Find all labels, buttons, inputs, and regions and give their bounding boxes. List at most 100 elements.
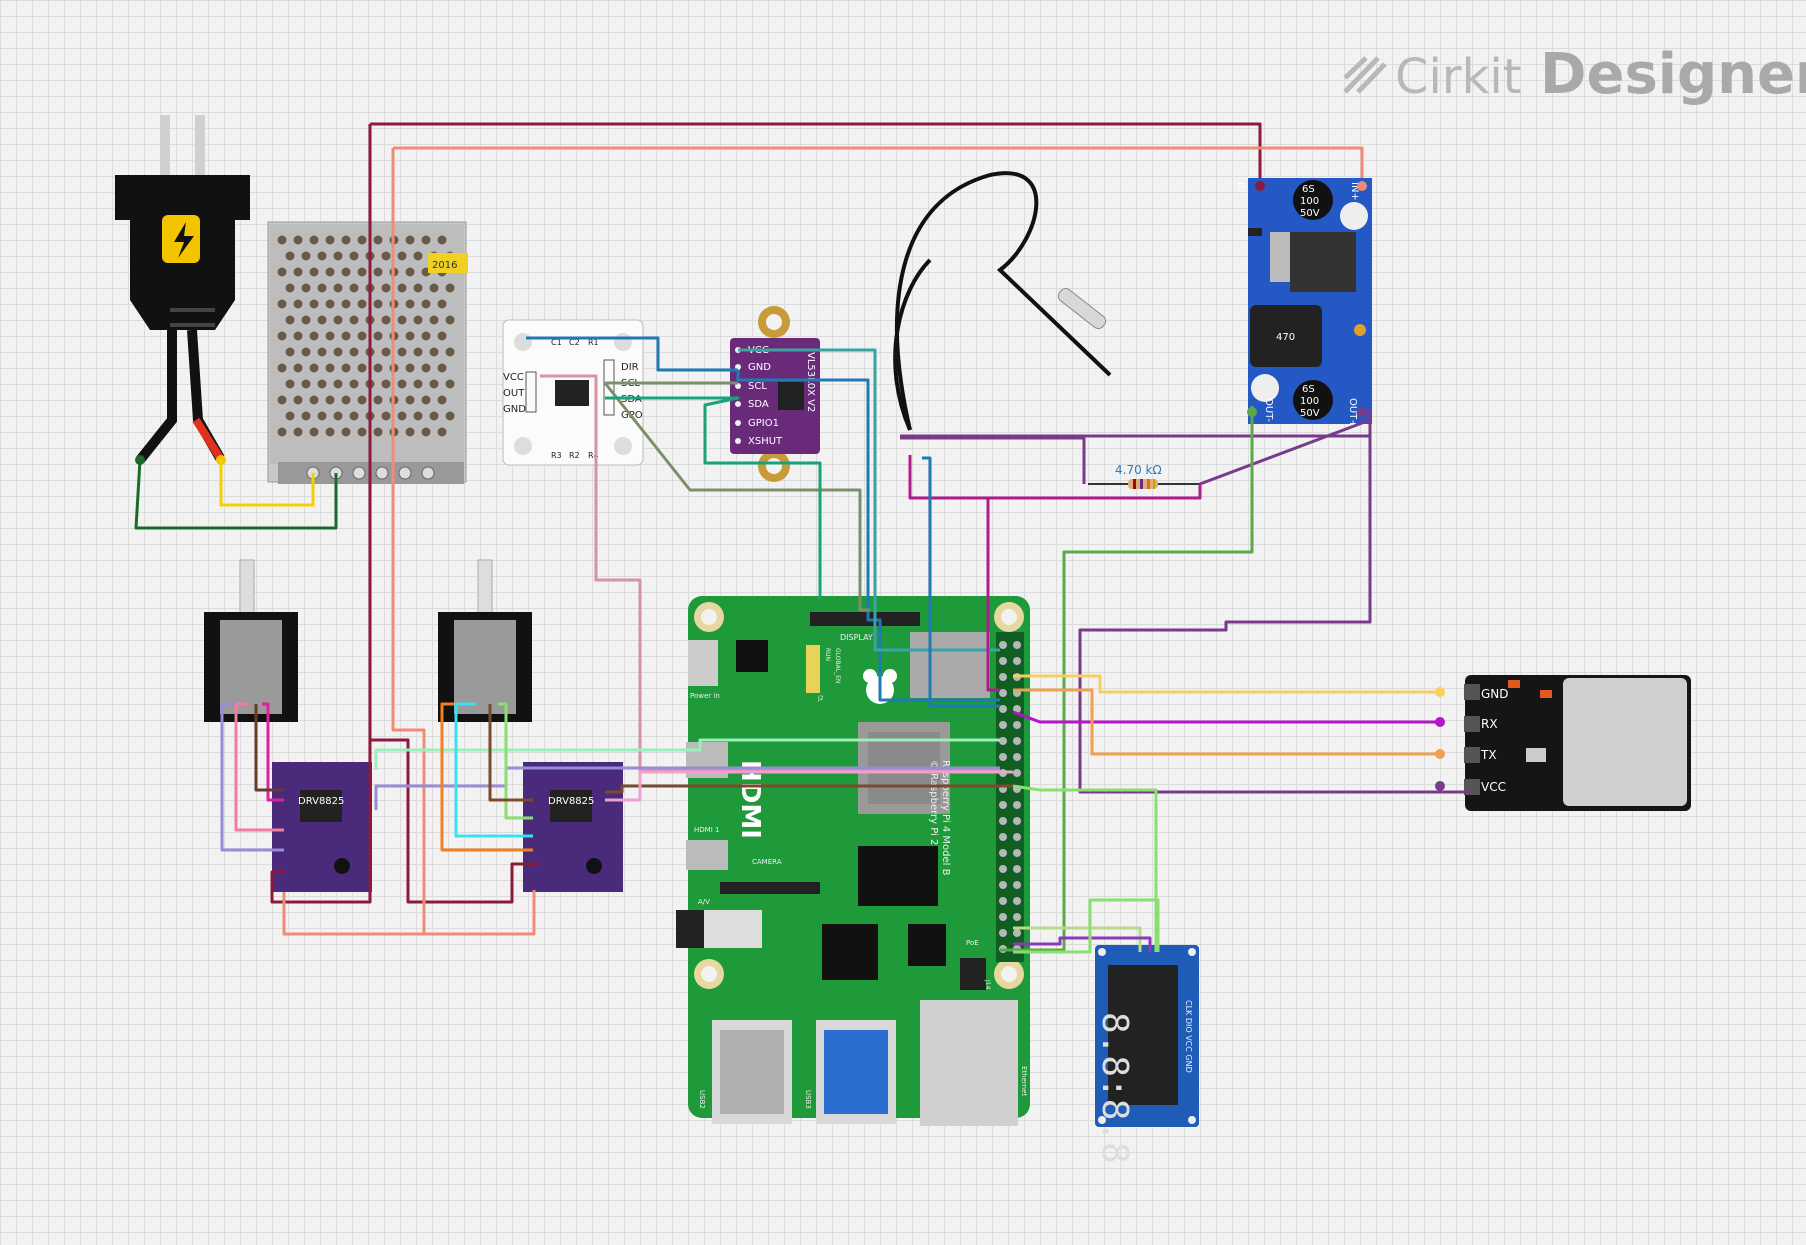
buck-converter[interactable]: 6S 100 50V 470 6S 100 50V IN- IN+ OUT- O…: [1235, 178, 1372, 428]
psu-vent-hole: [381, 379, 391, 389]
psu-vent-hole: [277, 331, 287, 341]
encoder-pin-vcc: VCC: [503, 372, 524, 383]
gpio-pin[interactable]: [999, 641, 1007, 649]
fp-pin-tx: TX: [1480, 748, 1497, 762]
vl53-pin-scl: SCL: [748, 381, 767, 392]
psu-vent-hole: [325, 363, 335, 373]
psu-vent-hole: [421, 235, 431, 245]
stepper-driver-1[interactable]: DRV8825: [272, 762, 372, 892]
gpio-pin[interactable]: [999, 849, 1007, 857]
gpio-pin[interactable]: [999, 689, 1007, 697]
psu-vent-hole: [293, 363, 303, 373]
psu-vent-hole: [405, 235, 415, 245]
raspberry-pi-4[interactable]: DISPLAY Power in RUN GLOBAL_EN J2 HDMI R…: [676, 596, 1030, 1126]
gpio-pin[interactable]: [1013, 705, 1021, 713]
power-supply-unit[interactable]: 2016: [267, 221, 468, 484]
wire-psu-yellow: [219, 460, 315, 507]
gpio-pin[interactable]: [1013, 865, 1021, 873]
gpio-pin[interactable]: [999, 673, 1007, 681]
stepper-driver-2[interactable]: DRV8825: [523, 762, 623, 892]
gpio-pin[interactable]: [999, 657, 1007, 665]
gpio-pin[interactable]: [999, 817, 1007, 825]
magnetic-encoder-board[interactable]: VCC OUT GND DIR SCL SDA GPO C1 C2 R1 R3 …: [502, 319, 644, 466]
wire-motor2-cyan: [454, 702, 533, 838]
gpio-pin[interactable]: [1013, 833, 1021, 841]
pi-camera-label: CAMERA: [752, 858, 782, 866]
gpio-pin[interactable]: [999, 929, 1007, 937]
psu-vent-hole: [325, 235, 335, 245]
wire-gray-scl: [603, 381, 870, 612]
psu-vent-hole: [413, 283, 423, 293]
encoder-part-r2: R2: [569, 451, 580, 460]
gpio-pin[interactable]: [999, 753, 1007, 761]
psu-vent-hole: [309, 363, 319, 373]
temperature-probe[interactable]: [893, 171, 1112, 431]
wire-green-display: [1012, 784, 1158, 952]
psu-vent-hole: [373, 299, 383, 309]
gpio-pin[interactable]: [1013, 721, 1021, 729]
encoder-pin-dir: DIR: [621, 362, 639, 373]
encoder-part-r3: R3: [551, 451, 562, 460]
seven-segment-display[interactable]: 8.8:8.8 CLK DIO VCC GND: [1094, 945, 1199, 1164]
cap-top-line3: 50V: [1300, 208, 1320, 219]
gpio-pin[interactable]: [999, 737, 1007, 745]
psu-vent-hole: [301, 315, 311, 325]
psu-vent-hole: [301, 347, 311, 357]
psu-vent-hole: [333, 283, 343, 293]
pi-av-label: A/V: [698, 898, 710, 906]
psu-vent-hole: [373, 427, 383, 437]
pi-copyright-label: © Raspberry Pi 2018: [928, 760, 939, 864]
gpio-pin[interactable]: [1013, 657, 1021, 665]
psu-vent-hole: [301, 283, 311, 293]
stepper-motor-2[interactable]: [438, 559, 532, 722]
wire-blue-temp: [922, 456, 1000, 708]
psu-vent-hole: [349, 251, 359, 261]
psu-vent-hole: [349, 315, 359, 325]
gpio-pin[interactable]: [1013, 849, 1021, 857]
wire-teal-vl53: [738, 348, 1000, 652]
gpio-pin[interactable]: [999, 881, 1007, 889]
psu-vent-hole: [357, 427, 367, 437]
psu-vent-hole: [373, 267, 383, 277]
encoder-left-pins: VCC OUT GND: [503, 372, 526, 415]
gpio-pin[interactable]: [1013, 817, 1021, 825]
gpio-pin[interactable]: [999, 865, 1007, 873]
gpio-pin[interactable]: [999, 801, 1007, 809]
pi-power-label: Power in: [690, 692, 720, 700]
gpio-pin[interactable]: [1013, 801, 1021, 809]
stepper-motor-1[interactable]: [204, 559, 298, 722]
wire-green-buck: [1000, 406, 1254, 952]
cirkit-logo: Cirkit Designer: [1343, 42, 1806, 107]
psu-vent-hole: [309, 267, 319, 277]
psu-vent-hole: [357, 299, 367, 309]
gpio-pin[interactable]: [1013, 897, 1021, 905]
logo-brand-light: Cirkit: [1395, 49, 1522, 105]
ac-plug[interactable]: [115, 115, 250, 465]
gpio-pin[interactable]: [1013, 753, 1021, 761]
psu-vent-hole: [325, 395, 335, 405]
psu-vent-hole: [317, 379, 327, 389]
gpio-pin[interactable]: [1013, 913, 1021, 921]
gpio-pin[interactable]: [999, 897, 1007, 905]
psu-vent-hole: [421, 363, 431, 373]
gpio-pin[interactable]: [1013, 769, 1021, 777]
gpio-pin[interactable]: [1013, 641, 1021, 649]
gpio-pin[interactable]: [1013, 737, 1021, 745]
gpio-pin[interactable]: [999, 833, 1007, 841]
gpio-pin[interactable]: [999, 913, 1007, 921]
psu-vent-hole: [293, 299, 303, 309]
pi-global-en-label: GLOBAL_EN: [834, 648, 841, 683]
psu-vent-hole: [381, 283, 391, 293]
psu-vent-hole: [341, 395, 351, 405]
gpio-pin[interactable]: [999, 721, 1007, 729]
psu-vent-hole: [341, 299, 351, 309]
fingerprint-sensor[interactable]: GND RX TX VCC: [1464, 675, 1691, 811]
vl53l0x-sensor[interactable]: VCC GND SCL SDA GPIO1 XSHUT VL53L0X V2: [730, 306, 820, 482]
resistor[interactable]: 4.70 kΩ: [1088, 463, 1200, 489]
wire-fp-gnd-yellow: [1013, 674, 1440, 694]
gpio-pin[interactable]: [1013, 929, 1021, 937]
gpio-pin[interactable]: [999, 705, 1007, 713]
psu-vent-hole: [357, 395, 367, 405]
gpio-pin[interactable]: [1013, 881, 1021, 889]
